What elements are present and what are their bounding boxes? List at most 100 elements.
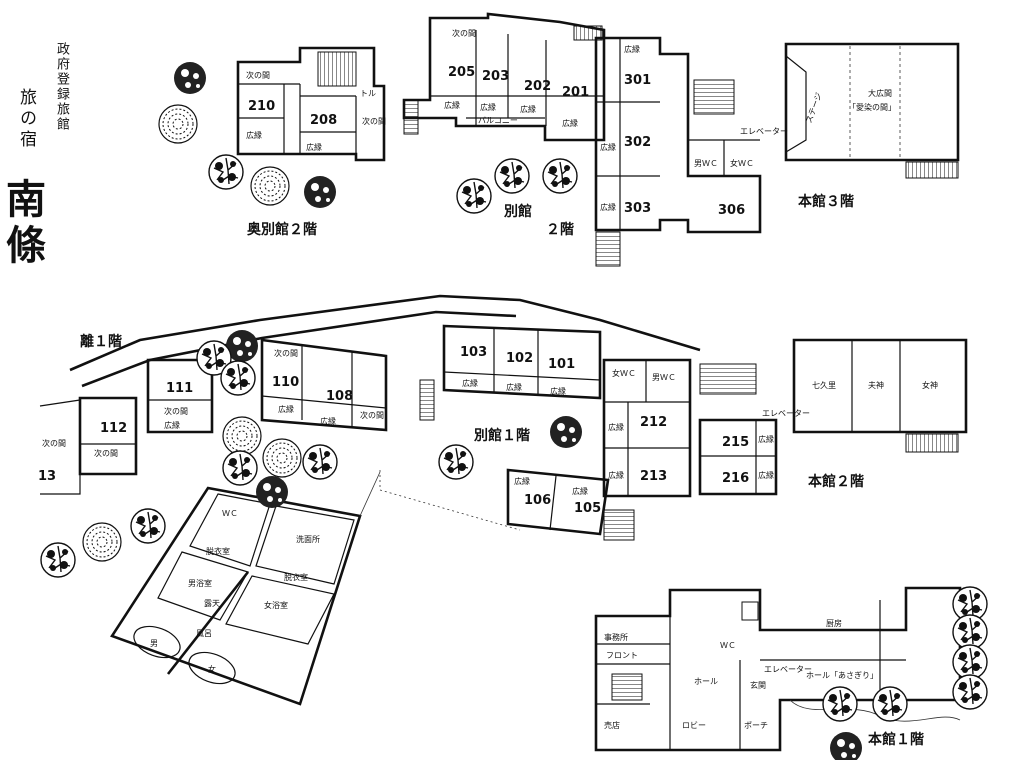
- tree-icon: [952, 644, 988, 680]
- room-103[interactable]: 103: [460, 345, 487, 360]
- elevator-label: エレベーター: [762, 409, 810, 418]
- tree-icon: [542, 158, 578, 194]
- room-208[interactable]: 208: [310, 113, 337, 128]
- lobby-label: ロビー: [682, 721, 706, 730]
- tsugi-label: 次の間: [246, 70, 270, 80]
- hiroen-label: 広縁: [444, 100, 460, 110]
- room-212[interactable]: 212: [640, 415, 667, 430]
- room-110[interactable]: 110: [272, 375, 299, 390]
- hiroen-label: 広縁: [306, 142, 322, 152]
- porch-label: ポーチ: [744, 721, 768, 730]
- tree-icon: [438, 444, 474, 480]
- grand-hall: ステージ 大広間 「愛染の間」: [784, 42, 960, 179]
- tsugi-label: 次の間: [360, 410, 384, 420]
- elevator-label: エレベーター: [740, 127, 788, 136]
- floor-bekkan-2-kai: ２階: [546, 221, 574, 238]
- honkan-2f: 女ＷＣ 男ＷＣ 212 213 広縁 広縁 215 216 広縁 広縁 エレベー…: [602, 338, 968, 498]
- fujin-label: 夫神: [868, 380, 884, 390]
- hiroen-label: 広縁: [164, 420, 180, 430]
- floor-honkan-3: 本館３階: [798, 193, 854, 210]
- tsugi-label: 次の間: [164, 406, 188, 416]
- floor-hanare-1: 離１階: [80, 333, 122, 350]
- okubekkan-2f: 次の間 210 広縁 208 広縁 次の間 トル 奥別館２階: [236, 46, 386, 238]
- room-205[interactable]: 205: [448, 65, 475, 80]
- floor-honkan-1: 本館１階: [868, 731, 924, 748]
- registered-inn-caption: 政府登録旅館: [54, 42, 69, 132]
- tree-icon: [302, 444, 338, 480]
- bekkan-2f: 次の間 205 203 202 201 広縁 広縁 広縁 広縁 バルコニー 別館…: [402, 12, 606, 238]
- tsugi-label: 次の間: [362, 116, 386, 126]
- onna-yokushitsu-label: 女浴室: [264, 600, 288, 610]
- room-101[interactable]: 101: [548, 357, 575, 372]
- stage-label: ステージ: [804, 91, 823, 124]
- wc-label: ＷＣ: [720, 641, 736, 650]
- tree-icon: [222, 416, 262, 456]
- baiten-label: 売店: [604, 720, 620, 730]
- room-215[interactable]: 215: [722, 435, 749, 450]
- floor-bekkan-2: 別館: [503, 203, 532, 220]
- hiroen-label: 広縁: [320, 416, 336, 426]
- tree-icon: [550, 416, 582, 448]
- room-302[interactable]: 302: [624, 135, 651, 150]
- hiroen-label: 広縁: [278, 404, 294, 414]
- wc-label: ＷＣ: [222, 509, 238, 518]
- tree-icon: [456, 178, 492, 214]
- tree-icon: [952, 674, 988, 710]
- chubo-label: 厨房: [826, 618, 842, 628]
- otoko-yokushitsu-label: 男浴室: [188, 578, 212, 588]
- honkan-1f: 事務所 フロント ホール ロビー 売店 ポーチ 玄関 ＷＣ エレベーター 厨房 …: [594, 586, 962, 752]
- bekkan-1f: 103 102 101 広縁 広縁 広縁 別館１階 106 105 広縁 広縁: [379, 324, 635, 541]
- tree-icon: [250, 166, 290, 206]
- mens-wc-label: 男ＷＣ: [694, 159, 718, 168]
- hiroen-label: 広縁: [600, 142, 616, 152]
- room-105[interactable]: 105: [574, 501, 601, 516]
- tree-icon: [494, 158, 530, 194]
- hiroen-label: 広縁: [506, 382, 522, 392]
- floor-bekkan-1: 別館１階: [473, 427, 530, 444]
- hiroen-label: 広縁: [600, 202, 616, 212]
- tree-icon: [40, 542, 76, 578]
- room-102[interactable]: 102: [506, 351, 533, 366]
- toilet-label: トル: [360, 89, 376, 98]
- womens-wc-label: 女ＷＣ: [730, 158, 754, 168]
- hanare-1f: 111 次の間 広縁 112 次の間 次の間 13 離１階 次の間 110 10…: [38, 294, 701, 495]
- room-213[interactable]: 213: [640, 469, 667, 484]
- room-112[interactable]: 112: [100, 421, 127, 436]
- room-106[interactable]: 106: [524, 493, 551, 508]
- room-306[interactable]: 306: [718, 203, 745, 218]
- hiroen-label: 広縁: [572, 486, 588, 496]
- room-301[interactable]: 301: [624, 73, 651, 88]
- room-203[interactable]: 203: [482, 69, 509, 84]
- room-202[interactable]: 202: [524, 79, 551, 94]
- onna-label: 女: [208, 664, 216, 674]
- room-210[interactable]: 210: [248, 99, 275, 114]
- room-303[interactable]: 303: [624, 201, 651, 216]
- hiroen-label: 広縁: [462, 378, 478, 388]
- hiroen-label: 広縁: [758, 470, 774, 480]
- hiroen-label: 広縁: [624, 44, 640, 54]
- inn-subtitle: 旅の宿: [16, 88, 36, 151]
- inn-name: 南條: [0, 178, 46, 270]
- honkan-3f: 広縁 301 302 広縁 303 広縁 306 男ＷＣ 女ＷＣ エレベーター …: [594, 36, 854, 267]
- room-108[interactable]: 108: [326, 389, 353, 404]
- room-13[interactable]: 13: [38, 469, 56, 484]
- tree-icon: [830, 732, 862, 760]
- womens-wc-label: 女ＷＣ: [612, 368, 636, 378]
- tsugi-label: 次の間: [274, 348, 298, 358]
- tsugi-label: 次の間: [452, 28, 476, 38]
- tree-icon: [256, 476, 288, 508]
- tree-icon: [262, 438, 302, 478]
- room-201[interactable]: 201: [562, 85, 589, 100]
- room-111[interactable]: 111: [166, 381, 193, 396]
- tsugi-label: 次の間: [42, 438, 66, 448]
- tree-icon: [952, 614, 988, 650]
- tree-icon: [82, 522, 122, 562]
- hiroen-label: 広縁: [246, 130, 262, 140]
- hiroen-label: 広縁: [608, 422, 624, 432]
- room-216[interactable]: 216: [722, 471, 749, 486]
- hiroen-label: 広縁: [520, 104, 536, 114]
- megami-label: 女神: [922, 380, 938, 390]
- tree-icon: [158, 104, 198, 144]
- hiroen-label: 広縁: [480, 102, 496, 112]
- hiroen-label: 広縁: [758, 434, 774, 444]
